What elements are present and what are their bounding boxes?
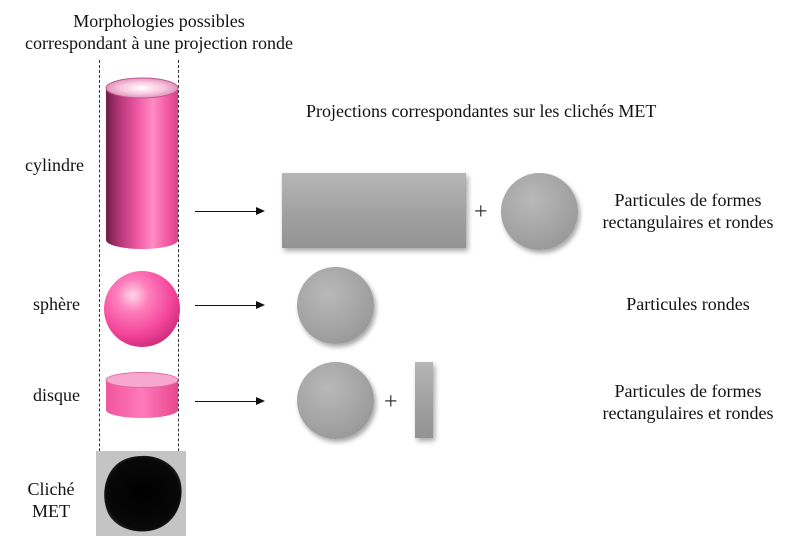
label-tem-line1: Cliché xyxy=(27,479,75,499)
arrow-cylinder xyxy=(195,206,265,215)
arrow-disc xyxy=(195,396,265,405)
projection-circle-disc xyxy=(297,362,374,439)
desc-disc-line1: Particules de formes xyxy=(614,381,762,401)
pink-disc xyxy=(105,372,179,418)
projection-circle-cylinder xyxy=(501,173,578,250)
projection-rectangle xyxy=(282,173,466,248)
desc-cylinder: Particules de formes rectangulaires et r… xyxy=(590,189,786,233)
label-sphere: sphère xyxy=(33,294,80,314)
projection-circle-sphere xyxy=(297,267,374,344)
pink-cylinder xyxy=(105,77,179,249)
projection-bar-disc xyxy=(415,362,433,438)
desc-cylinder-line1: Particules de formes xyxy=(614,190,762,210)
desc-disc-line2: rectangulaires et rondes xyxy=(602,403,774,423)
morphologies-title-line2: correspondant à une projection ronde xyxy=(25,33,293,53)
label-cylinder: cylindre xyxy=(25,155,84,175)
morphologies-title: Morphologies possibles correspondant à u… xyxy=(0,10,318,54)
label-disc: disque xyxy=(33,385,80,405)
morphologies-title-line1: Morphologies possibles xyxy=(73,11,245,31)
dashed-guide-left xyxy=(99,60,100,536)
arrow-sphere xyxy=(195,300,265,309)
label-tem: Cliché MET xyxy=(18,478,84,522)
desc-cylinder-line2: rectangulaires et rondes xyxy=(602,212,774,232)
desc-disc: Particules de formes rectangulaires et r… xyxy=(590,380,786,424)
label-tem-line2: MET xyxy=(32,501,70,521)
plus-sign-cylinder: + xyxy=(474,199,488,225)
tem-image xyxy=(96,451,186,536)
desc-sphere: Particules rondes xyxy=(626,294,750,314)
dashed-guide-right xyxy=(178,60,179,536)
pink-sphere xyxy=(104,271,180,347)
projections-title: Projections correspondantes sur les clic… xyxy=(306,101,657,121)
plus-sign-disc: + xyxy=(384,389,398,415)
